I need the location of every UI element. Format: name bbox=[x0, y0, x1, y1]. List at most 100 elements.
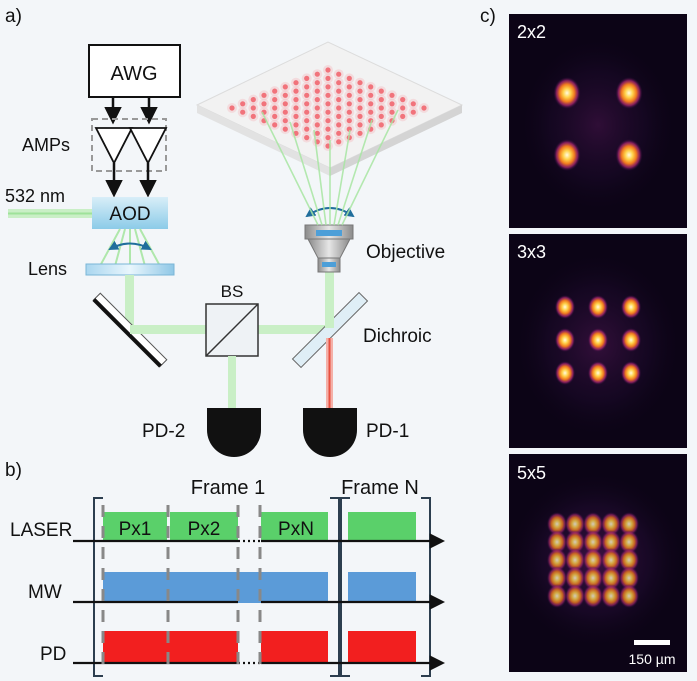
sample-dot bbox=[304, 126, 310, 132]
fluorescence-spot bbox=[587, 295, 609, 319]
sample-dot bbox=[325, 109, 331, 115]
fluorescence-spot bbox=[618, 566, 640, 590]
objective-fan-beams bbox=[261, 109, 399, 226]
sample-dot bbox=[389, 109, 395, 115]
sample-dot bbox=[282, 126, 288, 132]
row-label-laser: LASER bbox=[10, 520, 72, 541]
amp-triangle-2 bbox=[128, 127, 168, 165]
sample-dot bbox=[304, 109, 310, 115]
sample-dot bbox=[293, 122, 299, 128]
sample-dot bbox=[261, 92, 267, 98]
fluorescence-spot bbox=[564, 566, 586, 590]
beam-bs-pd2 bbox=[228, 356, 236, 408]
amps-box bbox=[91, 118, 167, 172]
sample-dot bbox=[336, 88, 342, 94]
laser-pulse-px1 bbox=[103, 512, 167, 541]
scalebar-label: 150 µm bbox=[629, 651, 676, 667]
pixel-label-px2: Px2 bbox=[188, 519, 221, 540]
mw-pulse-frame-n bbox=[348, 572, 416, 603]
panel-a-label: a) bbox=[5, 6, 22, 27]
sample-dot bbox=[314, 80, 320, 86]
sample-dot bbox=[368, 84, 374, 90]
sample-dot bbox=[304, 101, 310, 107]
fluorescence-spot bbox=[582, 530, 604, 554]
sample-dot bbox=[250, 97, 256, 103]
sample-dot bbox=[240, 101, 246, 107]
sample-dot bbox=[272, 88, 278, 94]
fluorescence-spot bbox=[618, 512, 640, 536]
sample-dot bbox=[346, 75, 352, 81]
image-3x3: 3x3 bbox=[509, 234, 687, 448]
panel-c-label: c) bbox=[480, 6, 496, 27]
sample-dot bbox=[314, 122, 320, 128]
fluorescence-spot bbox=[564, 530, 586, 554]
fluorescence-spot bbox=[546, 548, 568, 572]
sample-dot bbox=[229, 105, 235, 111]
fluorescence-spot bbox=[600, 548, 622, 572]
fluorescence-spot bbox=[620, 295, 642, 319]
sample-dot bbox=[293, 113, 299, 119]
sample-dot bbox=[304, 84, 310, 90]
sample-dot bbox=[336, 105, 342, 111]
frame-brackets bbox=[93, 497, 431, 677]
sample-dot bbox=[368, 109, 374, 115]
sample-dot bbox=[282, 109, 288, 115]
sample-dot bbox=[346, 118, 352, 124]
fluorescence-spot bbox=[554, 295, 576, 319]
panel-c: c) 2x2 3x3 5x5 150 µm bbox=[480, 6, 687, 672]
fluorescence-spot bbox=[582, 512, 604, 536]
fluorescence-spot bbox=[618, 548, 640, 572]
sample-dot bbox=[272, 113, 278, 119]
fluorescence-spot bbox=[618, 530, 640, 554]
sample-dot bbox=[357, 97, 363, 103]
objective-label: Objective bbox=[366, 242, 445, 263]
fluorescence-spot bbox=[615, 77, 643, 109]
fluorescence-spot bbox=[620, 361, 642, 385]
aod-label: AOD bbox=[109, 204, 150, 225]
beam-lens-mirror bbox=[125, 275, 134, 329]
laser-pulse-frame-n bbox=[348, 512, 416, 541]
fluorescence-spot bbox=[554, 361, 576, 385]
fluorescence-spot bbox=[600, 530, 622, 554]
sample-dot bbox=[250, 105, 256, 111]
image-3x3-title: 3x3 bbox=[517, 242, 546, 262]
pd1-detector bbox=[303, 408, 357, 457]
amps-label: AMPs bbox=[22, 135, 70, 155]
sample-dot bbox=[410, 109, 416, 115]
sample-dot bbox=[272, 97, 278, 103]
sample-dot bbox=[378, 105, 384, 111]
image-2x2: 2x2 bbox=[509, 14, 687, 228]
fluorescence-spot bbox=[582, 548, 604, 572]
lens-label: Lens bbox=[28, 259, 67, 279]
sample-dot bbox=[389, 92, 395, 98]
fluorescence-spot bbox=[564, 512, 586, 536]
beam-splitter-diagonal bbox=[205, 303, 259, 357]
sample-dot bbox=[368, 101, 374, 107]
sample-dot bbox=[261, 101, 267, 107]
sample-dot bbox=[293, 88, 299, 94]
pixel-dividers bbox=[101, 505, 262, 672]
pd1-label: PD-1 bbox=[366, 421, 409, 442]
fluorescence-spot bbox=[553, 77, 581, 109]
sample-dot bbox=[421, 105, 427, 111]
sample-dot bbox=[357, 122, 363, 128]
pd2-detector bbox=[207, 408, 261, 457]
row-label-mw: MW bbox=[28, 582, 62, 603]
sample-dot bbox=[325, 135, 331, 141]
sample-dot bbox=[293, 97, 299, 103]
scan-arrow-aod bbox=[108, 240, 152, 250]
sample-dot bbox=[378, 122, 384, 128]
sample-dot bbox=[325, 101, 331, 107]
fluorescence-spot bbox=[618, 584, 640, 608]
sample-dot bbox=[314, 105, 320, 111]
sample-dot bbox=[325, 126, 331, 132]
aod-crystal bbox=[92, 197, 168, 229]
image-5x5-title: 5x5 bbox=[517, 463, 546, 483]
sample-dot bbox=[240, 109, 246, 115]
sample-dot bbox=[325, 92, 331, 98]
sample-dot bbox=[314, 97, 320, 103]
sample-dot bbox=[282, 84, 288, 90]
fluorescence-spot bbox=[546, 566, 568, 590]
frame1-label: Frame 1 bbox=[191, 477, 265, 499]
amp-triangle-1 bbox=[94, 127, 134, 165]
